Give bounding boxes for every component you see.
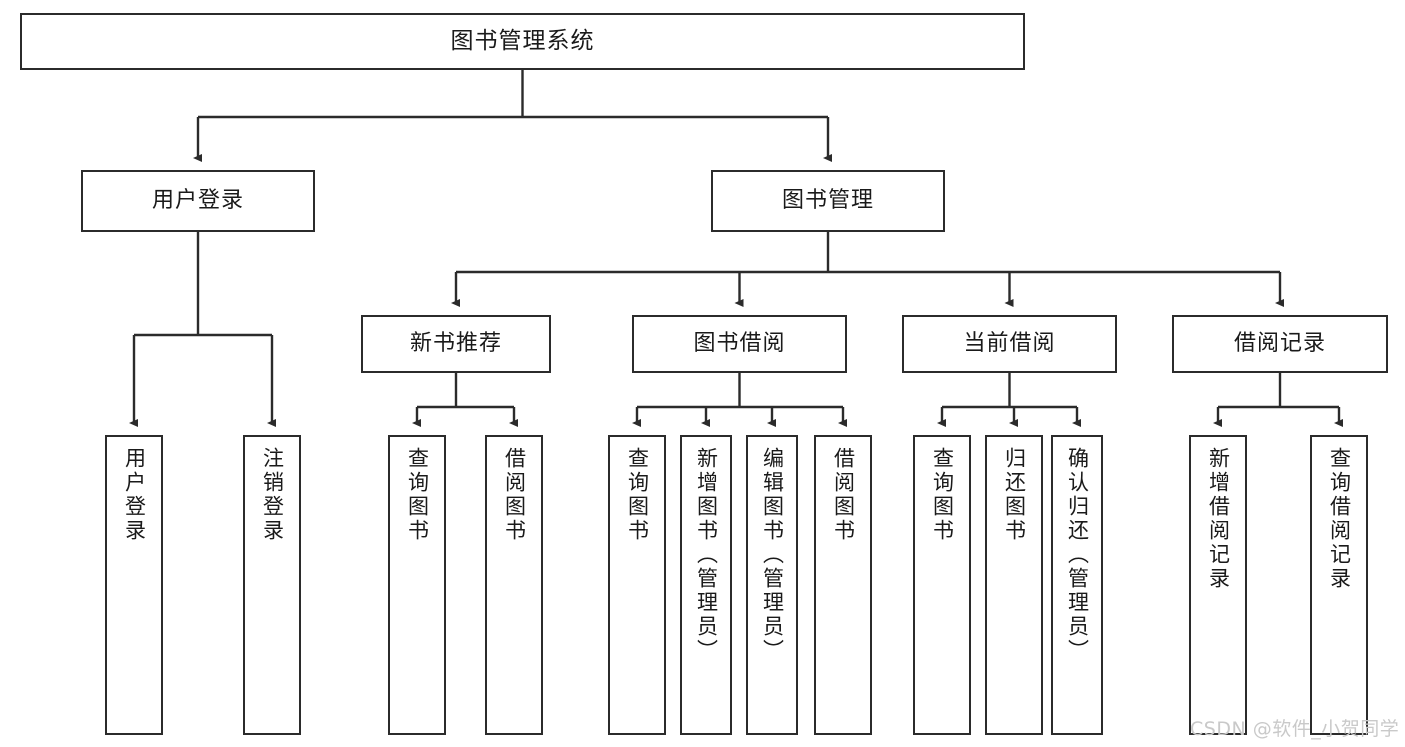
node-label: 当前借阅 bbox=[963, 331, 1056, 357]
node-leaf-borrow-book[interactable]: 借阅图书 bbox=[814, 435, 872, 735]
node-label: 新书推荐 bbox=[409, 331, 502, 357]
node-leaf-confirm-return[interactable]: 确认归还（管理员） bbox=[1051, 435, 1103, 735]
node-leaf-user-login[interactable]: 用户登录 bbox=[105, 435, 163, 735]
node-label: 查询图书 bbox=[625, 447, 650, 543]
node-label: 查询借阅记录 bbox=[1327, 447, 1352, 591]
node-label: 借阅图书 bbox=[831, 447, 856, 543]
node-label: 图书借阅 bbox=[693, 331, 786, 357]
node-leaf-query-book-current[interactable]: 查询图书 bbox=[913, 435, 971, 735]
node-leaf-add-record[interactable]: 新增借阅记录 bbox=[1189, 435, 1247, 735]
csdn-watermark: CSDN @软件_小贺同学 bbox=[1190, 718, 1400, 740]
node-label: 借阅记录 bbox=[1233, 331, 1326, 357]
node-leaf-query-book-rec[interactable]: 查询图书 bbox=[388, 435, 446, 735]
node-label: 用户登录 bbox=[122, 447, 147, 543]
node-label: 注销登录 bbox=[260, 447, 285, 543]
node-label: 查询图书 bbox=[405, 447, 430, 543]
node-label: 图书管理系统 bbox=[450, 27, 595, 54]
node-current-borrow[interactable]: 当前借阅 bbox=[902, 315, 1117, 373]
node-user-login[interactable]: 用户登录 bbox=[81, 170, 315, 232]
node-leaf-edit-book[interactable]: 编辑图书（管理员） bbox=[746, 435, 798, 735]
node-label: 借阅图书 bbox=[502, 447, 527, 543]
node-label: 确认归还（管理员） bbox=[1065, 447, 1090, 663]
node-root[interactable]: 图书管理系统 bbox=[20, 13, 1025, 70]
node-leaf-add-book[interactable]: 新增图书（管理员） bbox=[680, 435, 732, 735]
node-leaf-borrow-book-rec[interactable]: 借阅图书 bbox=[485, 435, 543, 735]
node-book-management[interactable]: 图书管理 bbox=[711, 170, 945, 232]
node-borrow-record[interactable]: 借阅记录 bbox=[1172, 315, 1388, 373]
node-label: 图书管理 bbox=[781, 188, 874, 214]
node-leaf-logout[interactable]: 注销登录 bbox=[243, 435, 301, 735]
node-label: 新增借阅记录 bbox=[1206, 447, 1231, 591]
node-book-borrow[interactable]: 图书借阅 bbox=[632, 315, 847, 373]
node-label: 编辑图书（管理员） bbox=[760, 447, 785, 663]
node-leaf-query-book-borrow[interactable]: 查询图书 bbox=[608, 435, 666, 735]
node-label: 查询图书 bbox=[930, 447, 955, 543]
node-label: 新增图书（管理员） bbox=[694, 447, 719, 663]
node-new-book-recommend[interactable]: 新书推荐 bbox=[361, 315, 551, 373]
node-label: 用户登录 bbox=[151, 188, 244, 214]
node-label: 归还图书 bbox=[1002, 447, 1027, 543]
node-leaf-return-book[interactable]: 归还图书 bbox=[985, 435, 1043, 735]
node-leaf-query-record[interactable]: 查询借阅记录 bbox=[1310, 435, 1368, 735]
